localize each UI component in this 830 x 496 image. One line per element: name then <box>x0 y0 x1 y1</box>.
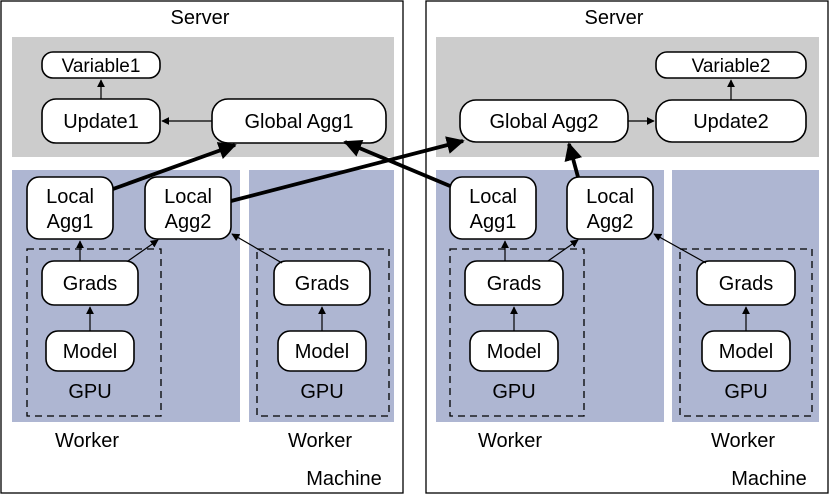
local-agg-1-2-line2: Agg2 <box>165 211 212 233</box>
machine-2: Server Variable2 Global Agg2 Update2 Loc… <box>425 0 829 494</box>
local-agg-1-2-node <box>144 176 232 240</box>
arrow-grads-1-2-to-localagg2 <box>231 233 283 264</box>
grads-1-1-label: Grads <box>63 273 117 295</box>
server-2-label: Server <box>585 7 644 29</box>
gpu-2-2-label: GPU <box>724 381 767 403</box>
local-agg-2-1-line2: Agg1 <box>470 211 517 233</box>
gpu-2-1-label: GPU <box>492 381 535 403</box>
variable-2-label: Variable2 <box>692 56 771 77</box>
local-agg-2-2-line1: Local <box>586 186 634 208</box>
grads-1-1-node <box>41 260 139 306</box>
arrow-grads-1-1-to-localagg2 <box>127 239 159 262</box>
server-1-label: Server <box>171 7 230 29</box>
machine-1: Server Variable1 Update1 Global Agg1 Loc… <box>0 0 404 494</box>
local-agg-1-2-line1: Local <box>164 186 212 208</box>
worker-1-1-label: Worker <box>55 430 119 452</box>
update-1-label: Update1 <box>63 111 139 133</box>
arrow-localagg-1-1-to-globalagg1 <box>112 142 237 191</box>
variable-1-label: Variable1 <box>62 56 141 77</box>
worker-2-1-label: Worker <box>478 430 542 452</box>
grads-2-2-label: Grads <box>719 273 773 295</box>
local-agg-2-2-line2: Agg2 <box>587 211 634 233</box>
local-agg-1-1-line1: Local <box>46 186 94 208</box>
arrow-grads-2-2-to-localagg2 <box>653 233 707 264</box>
global-agg-1-label: Global Agg1 <box>245 111 354 133</box>
machine-2-label: Machine <box>731 468 807 490</box>
grads-2-2-node <box>696 260 796 306</box>
arrow-localagg-1-2-to-globalagg2 <box>230 136 465 203</box>
arrow-grads-2-1-to-localagg2 <box>547 239 579 262</box>
arrow-localagg-2-2-to-globalagg2 <box>564 142 582 178</box>
local-agg-2-1-node <box>449 176 537 240</box>
local-agg-2-2-node <box>566 176 654 240</box>
arrow-localagg-2-1-to-globalagg1 <box>343 139 451 188</box>
gpu-1-1-label: GPU <box>68 381 111 403</box>
gpu-1-2-label: GPU <box>300 381 343 403</box>
variable-2-node <box>655 51 807 79</box>
grads-1-2-node <box>273 260 371 306</box>
gpu-2-2-box <box>679 248 813 417</box>
model-1-2-label: Model <box>295 341 349 363</box>
machine-1-label: Machine <box>306 468 382 490</box>
gpu-1-2-box <box>256 248 390 417</box>
worker-2-2-label: Worker <box>711 430 775 452</box>
gpu-2-1-box <box>449 248 585 417</box>
grads-2-1-label: Grads <box>487 273 541 295</box>
global-agg-2-label: Global Agg2 <box>490 111 599 133</box>
local-agg-1-1-node <box>26 176 114 240</box>
aggregation-arrows <box>112 136 582 203</box>
variable-1-node <box>41 51 161 79</box>
update-2-label: Update2 <box>693 111 769 133</box>
local-agg-1-1-line2: Agg1 <box>47 211 94 233</box>
grads-2-1-node <box>464 260 564 306</box>
model-2-2-label: Model <box>719 341 773 363</box>
grads-1-2-label: Grads <box>295 273 349 295</box>
model-1-1-label: Model <box>63 341 117 363</box>
model-2-1-label: Model <box>487 341 541 363</box>
gpu-1-1-box <box>26 248 162 417</box>
worker-1-2-label: Worker <box>288 430 352 452</box>
local-agg-2-1-line1: Local <box>469 186 517 208</box>
